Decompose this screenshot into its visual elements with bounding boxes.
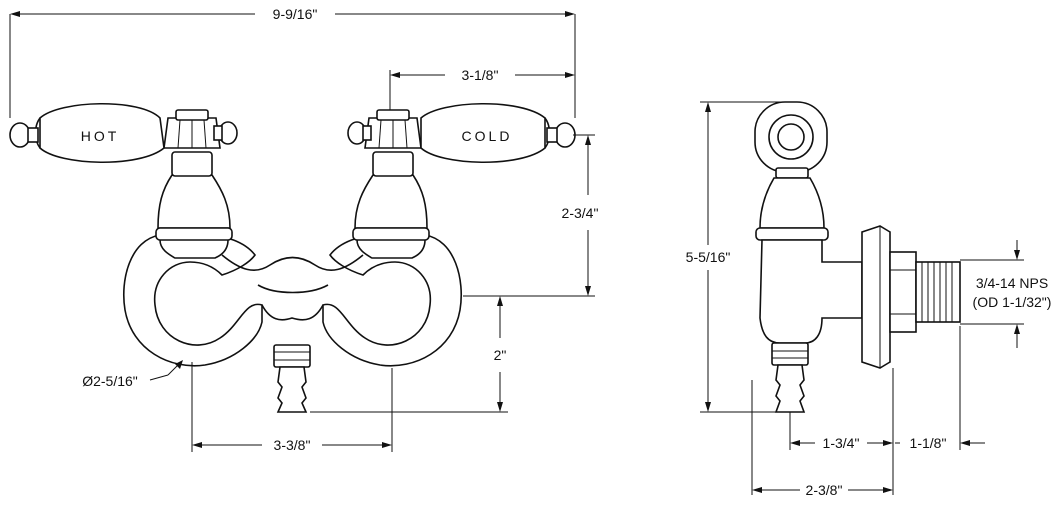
dim-spout-drop: 2"	[494, 347, 507, 363]
side-nut	[889, 251, 917, 333]
dim-handle-offset: 3-1/8"	[462, 67, 499, 83]
hot-label: HOT	[81, 128, 120, 144]
side-hose-barb	[774, 364, 806, 413]
side-threaded-shank	[915, 261, 961, 323]
left-valve-body	[157, 174, 231, 229]
side-flange	[861, 225, 891, 369]
right-valve-body	[354, 174, 428, 229]
right-ring	[322, 234, 463, 367]
dim-ring-diameter: Ø2-5/16"	[82, 373, 138, 389]
dim-overall-width: 9-9/16"	[273, 6, 318, 22]
right-bonnet	[372, 151, 414, 177]
side-view	[754, 101, 961, 413]
side-top-ring	[754, 101, 828, 173]
dim-thread-spec-1: 3/4-14 NPS	[976, 275, 1048, 291]
side-valve-body	[759, 239, 863, 344]
hose-barb	[276, 366, 308, 413]
dim-body-projection: 1-3/4"	[823, 435, 860, 451]
dim-side-depth: 2-3/8"	[806, 482, 843, 498]
hot-handle	[39, 102, 165, 164]
dim-handle-height: 2-3/4"	[562, 205, 599, 221]
side-spout-nut	[771, 342, 809, 366]
spout-nut	[273, 344, 311, 368]
dim-side-height: 5-5/16"	[686, 249, 731, 265]
center-bridge	[221, 254, 364, 271]
front-view: HOT COLD	[9, 102, 576, 413]
dim-thread-spec-2: (OD 1-1/32")	[973, 294, 1052, 310]
left-ring	[122, 234, 263, 367]
cold-label: COLD	[462, 128, 513, 144]
left-bonnet	[171, 151, 213, 177]
dimension-lines: 9-9/16" 3-1/8" 2-3/4" 2" Ø2-5/16"	[9, 6, 1052, 498]
dim-thread-length: 1-1/8"	[910, 435, 947, 451]
dim-center-spacing: 3-3/8"	[274, 437, 311, 453]
